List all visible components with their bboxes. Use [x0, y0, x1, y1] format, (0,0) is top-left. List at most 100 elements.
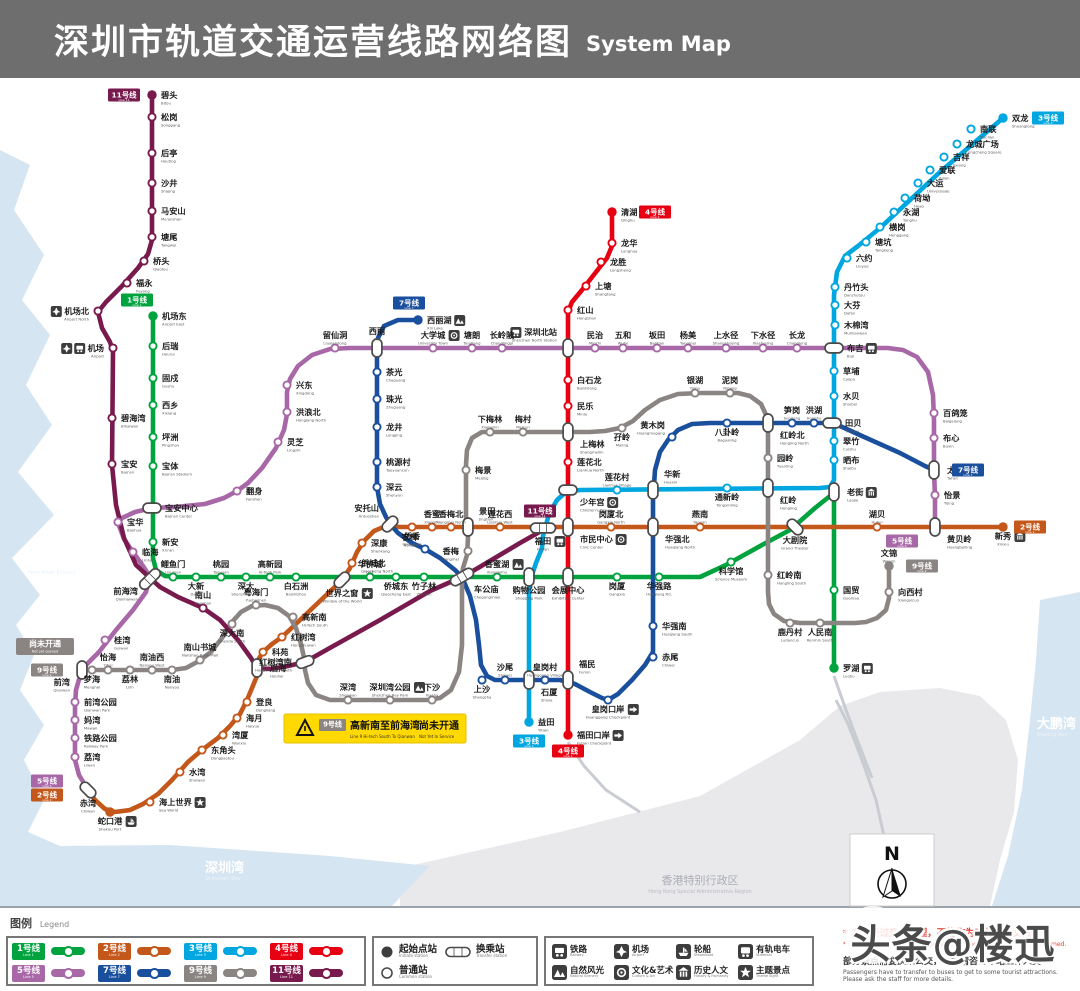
svg-text:Jingtian: Jingtian — [478, 517, 494, 522]
svg-text:Taoyuan: Taoyuan — [212, 570, 229, 575]
svg-text:赤湾: 赤湾 — [80, 798, 97, 808]
station-粤海门 — [251, 600, 261, 610]
svg-text:红岭: 红岭 — [780, 495, 797, 505]
svg-text:水贝: 水贝 — [843, 391, 859, 401]
svg-text:少年宫: 少年宫 — [579, 497, 605, 507]
station-文锦 — [884, 561, 894, 571]
svg-text:OCT: OCT — [366, 570, 375, 575]
svg-text:红岭北: 红岭北 — [780, 430, 805, 440]
svg-text:Jixiang: Jixiang — [952, 163, 966, 168]
svg-text:尚未开通: 尚未开通 — [29, 639, 61, 649]
svg-text:新安: 新安 — [162, 537, 178, 547]
svg-text:Lingzhi: Lingzhi — [287, 448, 300, 453]
svg-text:Xiangmei North: Xiangmei North — [436, 520, 466, 525]
svg-text:粤海门: 粤海门 — [244, 587, 269, 597]
svg-text:上沙: 上沙 — [474, 684, 491, 694]
svg-text:3号线: 3号线 — [1038, 114, 1059, 123]
svg-text:深大: 深大 — [238, 581, 255, 591]
svg-text:11号线: 11号线 — [527, 507, 553, 516]
station-燕南 — [695, 522, 705, 532]
station-前海湾 — [138, 567, 162, 591]
svg-text:高新南至前海湾: 高新南至前海湾 — [350, 719, 420, 732]
svg-text:Yuehaimen: Yuehaimen — [246, 598, 267, 603]
svg-text:Longcheng Square: Longcheng Square — [966, 150, 1002, 155]
svg-text:后亭: 后亭 — [161, 148, 177, 158]
station-安托山 — [381, 515, 399, 533]
station-荷坳 — [900, 193, 910, 203]
station-五和 — [618, 343, 628, 353]
svg-text:Bao'an Stadium: Bao'an Stadium — [162, 472, 192, 477]
svg-text:Keyuan: Keyuan — [272, 658, 287, 663]
station-上沙 — [477, 675, 487, 685]
svg-text:上梅林: 上梅林 — [580, 439, 605, 449]
svg-text:Heao: Heao — [914, 204, 925, 209]
svg-text:白石洲: 白石洲 — [284, 581, 309, 591]
svg-text:Huangbeiling: Huangbeiling — [947, 545, 973, 550]
station-购物公园 — [523, 567, 535, 587]
svg-text:燕南: 燕南 — [692, 509, 708, 519]
station-农林 — [420, 544, 430, 554]
station-怡海 — [103, 665, 113, 675]
station-黄木岗 — [667, 432, 677, 442]
station-八卦岭 — [722, 418, 732, 428]
svg-text:木棉湾: 木棉湾 — [843, 320, 869, 330]
svg-text:Line 11: Line 11 — [118, 98, 129, 102]
station-机场东 — [148, 311, 158, 321]
nature-icon — [414, 682, 425, 693]
culture-icon — [448, 330, 460, 341]
svg-text:Lianhua North: Lianhua North — [577, 468, 604, 473]
station-龙华 — [607, 238, 617, 248]
station-宝体 — [148, 461, 158, 471]
svg-text:Longjing: Longjing — [386, 433, 403, 438]
svg-text:灵芝: 灵芝 — [287, 437, 304, 447]
svg-text:Yonghu: Yonghu — [903, 218, 917, 223]
svg-text:科学馆: 科学馆 — [719, 566, 744, 576]
station-香梅北 — [446, 522, 456, 532]
map-bottom-divider — [0, 906, 1080, 908]
svg-text:侨城东: 侨城东 — [383, 581, 409, 591]
svg-text:Tai'an: Tai'an — [946, 476, 958, 481]
svg-text:荷坳: 荷坳 — [913, 193, 930, 203]
svg-text:上水径: 上水径 — [714, 330, 739, 340]
station-后瑞 — [148, 341, 158, 351]
station-上梅林 — [562, 422, 574, 442]
svg-text:Line 9: Line 9 — [917, 569, 926, 573]
station-百鸽笼 — [929, 408, 939, 418]
svg-text:Huaqiang North: Huaqiang North — [665, 545, 696, 550]
svg-text:福民: 福民 — [578, 659, 595, 669]
station-向西村 — [884, 587, 894, 597]
svg-text:双龙: 双龙 — [1012, 113, 1029, 123]
air-icon — [50, 306, 62, 317]
station-清湖 — [607, 207, 617, 217]
svg-text:Bagualing: Bagualing — [717, 438, 737, 443]
map-notes: * 本图经过变形处理，不能作为实际距离丈量依据* The map can't b… — [843, 921, 1079, 984]
station-民治 — [590, 343, 600, 353]
station-桥头 — [139, 256, 149, 266]
